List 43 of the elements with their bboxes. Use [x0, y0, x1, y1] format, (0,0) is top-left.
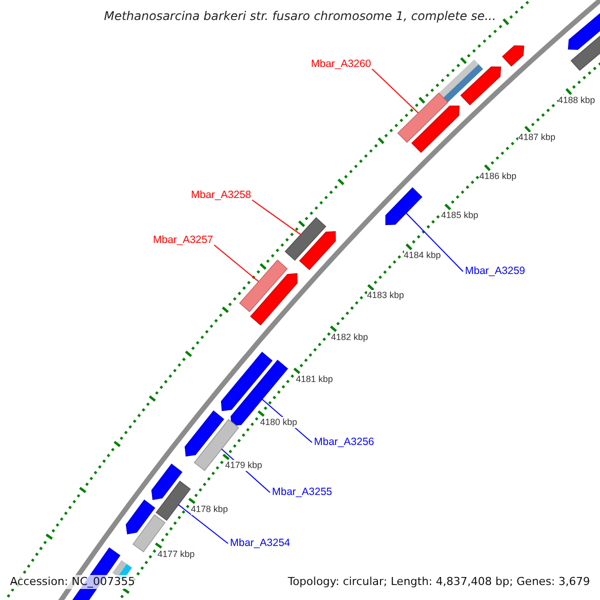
scale-label: 4182 kbp: [331, 332, 368, 343]
feature-box: [284, 217, 326, 261]
map-info-text: Topology: circular; Length: 4,837,408 bp; Genes: 3,679: [286, 575, 592, 589]
scale-label: 4181 kbp: [296, 374, 333, 385]
gene-feature: [411, 106, 460, 153]
leader-line: [406, 212, 464, 272]
gene-label: Mbar_A3257: [153, 234, 214, 247]
leader-line: [178, 504, 228, 544]
scale-label: 4180 kbp: [260, 416, 298, 428]
map-title: Methanosarcina barkeri str. fusaro chromosome 1, complete se...: [102, 9, 498, 23]
scale-label: 4187 kbp: [518, 132, 556, 144]
scale-label: 4184 kbp: [404, 250, 441, 261]
gene-feature: [299, 231, 336, 270]
scale-label: 4188 kbp: [558, 94, 595, 106]
scale-label: 4178 kbp: [190, 504, 228, 515]
gene-feature: [385, 187, 422, 226]
feature-box: [239, 260, 288, 312]
scale-label: 4186 kbp: [479, 170, 516, 182]
gene-feature: [151, 464, 182, 500]
gene-feature: [250, 273, 298, 326]
feature-box: [132, 514, 166, 552]
leader-line: [372, 68, 419, 114]
scale-label: 4177 kbp: [158, 548, 195, 560]
accession-text: Accession: NC_007355: [8, 575, 138, 589]
feature-box: [397, 92, 448, 143]
leader-line: [252, 200, 302, 236]
gene-feature: [184, 410, 224, 457]
gene-feature: [502, 45, 524, 67]
feature-box: [156, 480, 191, 521]
gene-label: Mbar_A3256: [314, 436, 374, 449]
gene-label: Mbar_A3259: [465, 265, 526, 278]
gene-label: Mbar_A3260: [311, 58, 372, 71]
gene-feature: [126, 500, 156, 534]
gene-label: Mbar_A3258: [191, 189, 252, 202]
gene-feature: [220, 352, 273, 412]
scale-label: 4185 kbp: [441, 210, 478, 221]
scale-label: 4183 kbp: [366, 290, 404, 302]
feature-box: [438, 60, 484, 102]
gene-feature: [460, 66, 502, 106]
gene-label: Mbar_A3255: [272, 486, 332, 499]
leader-line: [214, 244, 259, 282]
gene-label: Mbar_A3254: [230, 537, 290, 550]
scale-label: 4179 kbp: [225, 460, 262, 471]
